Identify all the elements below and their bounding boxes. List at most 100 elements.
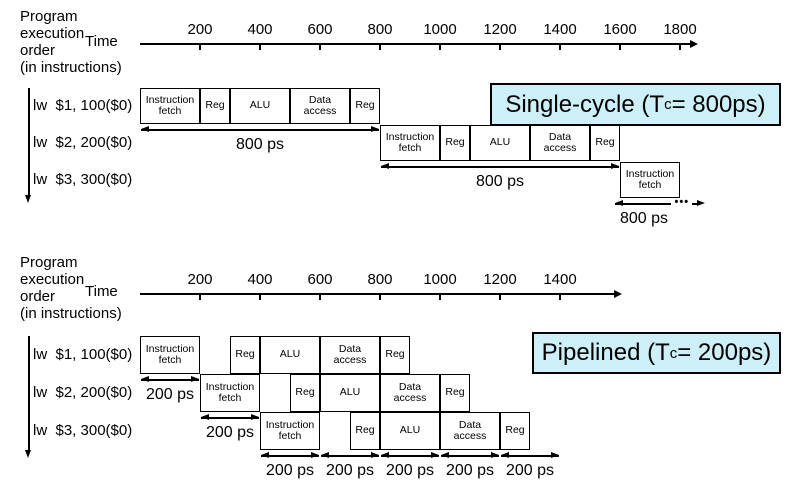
caption-text: = 200ps): [677, 339, 772, 366]
duration-label: 800 ps: [235, 136, 285, 153]
duration-arrowhead-right: [551, 452, 559, 458]
duration-label: 200 ps: [265, 462, 315, 479]
duration-arrowhead-left: [201, 414, 209, 420]
stage-label: ALU: [279, 348, 301, 361]
duration-arrowhead-right: [371, 452, 379, 458]
stage-label: access: [543, 142, 577, 154]
stage-label: fetch: [398, 142, 422, 154]
time-axis-tick-label: 1200: [483, 271, 517, 288]
time-axis-tick: [559, 293, 561, 300]
duration-arrow-line: [381, 455, 439, 457]
stage-box: Reg: [350, 88, 380, 124]
duration-arrow-line: [201, 417, 259, 419]
stage-box: Reg: [290, 374, 320, 412]
stage-label: fetch: [278, 430, 302, 442]
stage-box: Reg: [590, 125, 620, 161]
stage-label: Instruction: [625, 167, 675, 180]
duration-arrow-line: [615, 203, 671, 205]
time-axis-tick: [619, 43, 621, 50]
time-axis-tick: [259, 43, 261, 50]
instruction-label: lw $2, 200($0): [33, 134, 133, 151]
time-axis-tick: [199, 43, 201, 50]
program-order-label: Program execution order (in instructions…: [20, 254, 122, 322]
program-order-line: Program: [20, 254, 78, 271]
stage-label: Reg: [355, 424, 375, 437]
stage-label: Data: [338, 342, 362, 355]
caption-text: Single-cycle (T: [505, 90, 665, 118]
stage-box: Reg: [230, 336, 260, 374]
program-order-arrowhead: [25, 195, 31, 203]
duration-arrow-line: [141, 379, 199, 381]
time-axis-tick: [439, 43, 441, 50]
duration-arrowhead-right: [611, 163, 619, 169]
stage-label: Instruction: [145, 342, 195, 355]
program-order-line: order: [20, 288, 56, 305]
time-axis-tick: [319, 43, 321, 50]
stage-label: Data: [308, 93, 332, 106]
time-axis-arrowhead: [614, 290, 622, 298]
time-axis-tick: [499, 43, 501, 50]
program-order-line: order: [20, 42, 56, 59]
time-axis-tick: [679, 43, 681, 50]
duration-arrowhead-right: [491, 452, 499, 458]
program-order-line: execution: [20, 271, 85, 288]
duration-arrow-line: [441, 455, 499, 457]
program-order-line: Program: [20, 8, 78, 25]
time-axis-tick: [559, 43, 561, 50]
stage-label: ALU: [249, 99, 271, 112]
stage-label: ALU: [399, 424, 421, 437]
duration-arrowhead-right: [371, 126, 379, 132]
stage-box: ALU: [230, 88, 290, 124]
stage-box: ALU: [260, 336, 320, 374]
duration-label: 200 ps: [385, 462, 435, 479]
caption-text: Pipelined (T: [541, 339, 670, 366]
stage-label: Instruction: [145, 93, 195, 106]
instruction-label: lw $1, 100($0): [33, 346, 133, 363]
duration-arrowhead-right: [191, 376, 199, 382]
stage-label: fetch: [638, 179, 662, 191]
stage-label: Instruction: [385, 130, 435, 143]
time-axis-tick-label: 400: [247, 271, 273, 288]
stage-label: access: [333, 354, 367, 366]
stage-label: fetch: [158, 354, 182, 366]
stage-label: ALU: [339, 386, 361, 399]
instruction-label: lw $1, 100($0): [33, 97, 133, 114]
stage-box: Reg: [380, 336, 410, 374]
program-order-label: Program execution order (in instructions…: [20, 8, 122, 76]
stage-label: access: [453, 430, 487, 442]
stage-label: Reg: [445, 136, 465, 149]
stage-label: Instruction: [205, 380, 255, 393]
time-axis-line: [140, 293, 614, 295]
time-axis-tick-label: 1400: [543, 21, 577, 38]
program-order-arrow: [28, 88, 30, 197]
instruction-label: lw $2, 200($0): [33, 384, 133, 401]
ellipsis-dots: •••: [674, 196, 690, 208]
stage-label: Reg: [355, 99, 375, 112]
program-order-line: (in instructions): [20, 59, 122, 76]
time-axis-tick-label: 400: [247, 21, 273, 38]
duration-arrowhead-left: [381, 163, 389, 169]
stage-label: fetch: [218, 392, 242, 404]
caption-subscript: c: [669, 344, 678, 362]
caption-text: = 800ps): [671, 90, 766, 118]
stage-label: Data: [548, 130, 572, 143]
duration-label: 200 ps: [445, 462, 495, 479]
stage-box: Reg: [500, 412, 530, 450]
duration-arrowhead-right: [696, 200, 705, 206]
stage-box: ALU: [470, 125, 530, 161]
duration-arrow-line: [141, 129, 379, 131]
program-order-arrowhead: [25, 450, 31, 458]
program-order-line: execution: [20, 25, 85, 42]
duration-arrowhead-left: [381, 452, 389, 458]
time-axis-tick: [439, 293, 441, 300]
stage-label: Reg: [445, 386, 465, 399]
